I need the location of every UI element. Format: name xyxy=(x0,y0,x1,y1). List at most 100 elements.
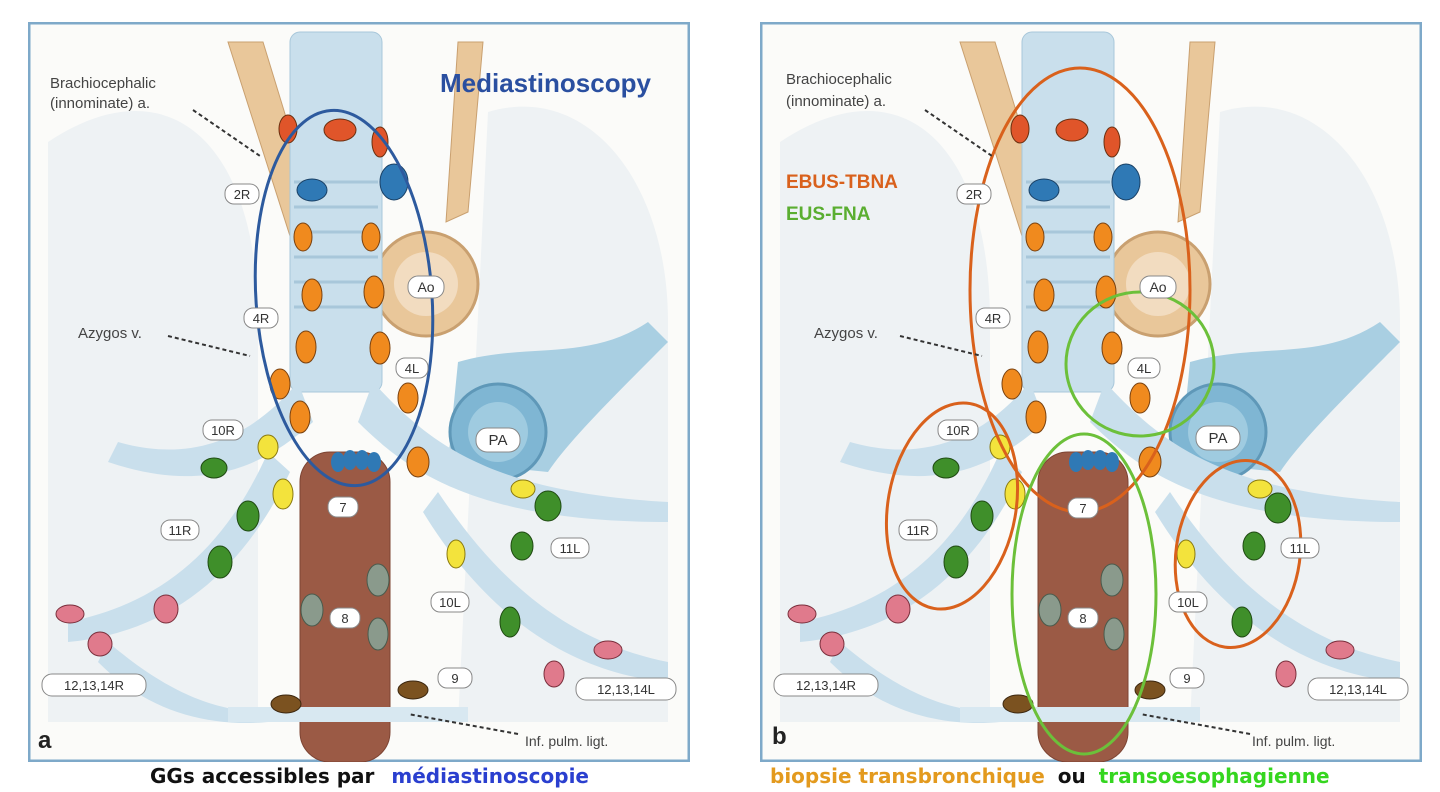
lymph-node xyxy=(943,545,969,579)
panel-letter-a: a xyxy=(38,727,52,754)
left-carotid-artery xyxy=(445,41,484,223)
caption-right-transoesophagienne: transoesophagienne xyxy=(1098,764,1330,788)
lymph-node xyxy=(1010,114,1030,144)
lymph-node xyxy=(1001,368,1023,400)
lymph-node xyxy=(1004,478,1026,510)
eus-fna-region-subcarinal xyxy=(1010,432,1158,756)
lymph-node xyxy=(970,500,994,532)
lymph-node xyxy=(1264,492,1292,524)
ebus-tbna-region-right-hilar xyxy=(884,401,1020,611)
lymph-node xyxy=(1100,563,1124,597)
lymph-node xyxy=(446,539,466,569)
lymph-node xyxy=(296,178,328,202)
lymph-node xyxy=(534,490,562,522)
lymph-node xyxy=(1025,222,1045,252)
lymph-node xyxy=(499,606,521,638)
annotation-arrows xyxy=(899,109,1251,735)
panel-a-illustration: 2R 4R 4L Ao PA 10R 11R 7 8 9 10L 11L 12,… xyxy=(28,22,690,762)
label-innominate: (innominate) a. xyxy=(786,93,886,110)
lymph-node xyxy=(200,457,228,479)
station-9: 9 xyxy=(451,671,458,686)
lymph-node xyxy=(406,446,430,478)
station-2r: 2R xyxy=(966,187,983,202)
lymph-node xyxy=(1111,163,1141,201)
label-brachiocephalic: Brachiocephalic xyxy=(50,75,156,92)
lymph-node xyxy=(1176,539,1196,569)
lymph-node xyxy=(1325,640,1355,660)
station-11l: 11L xyxy=(560,541,581,556)
label-azygos: Azygos v. xyxy=(78,325,142,342)
lymph-node xyxy=(787,604,817,624)
station-11r: 11R xyxy=(169,523,192,538)
lymph-node xyxy=(87,631,113,657)
lymph-node xyxy=(367,452,381,472)
station-8: 8 xyxy=(341,611,348,626)
lymph-node xyxy=(1033,278,1055,312)
lymph-node xyxy=(367,617,389,651)
lymph-node xyxy=(300,593,324,627)
lymph-node xyxy=(1242,531,1266,561)
lymph-node xyxy=(510,479,536,499)
lymph-node xyxy=(331,452,345,472)
lymph-node xyxy=(361,222,381,252)
lymph-node xyxy=(295,330,317,364)
ebus-tbna-region-left-hilar xyxy=(1173,459,1303,649)
panel-a-mediastinoscopy: 2R 4R 4L Ao PA 10R 11R 7 8 9 10L 11L 12,… xyxy=(28,22,690,762)
lymph-node xyxy=(363,275,385,309)
station-10l: 10L xyxy=(1177,595,1199,610)
caption-right-ou: ou xyxy=(1057,764,1086,788)
lymph-node xyxy=(1069,452,1083,472)
caption-right: biopsie transbronchique ou transoesophag… xyxy=(770,764,1330,788)
lymph-node xyxy=(397,382,419,414)
station-pa: PA xyxy=(489,432,508,449)
panel-letter-b: b xyxy=(772,723,787,750)
lymph-node xyxy=(932,457,960,479)
lymph-node xyxy=(236,500,260,532)
lymph-node xyxy=(257,434,279,460)
station-7: 7 xyxy=(1079,501,1086,516)
lymph-node xyxy=(819,631,845,657)
lymph-node xyxy=(593,640,623,660)
caption-left-prefix: GGs accessibles par xyxy=(150,764,375,788)
label-inf-pulm-ligt: Inf. pulm. ligt. xyxy=(1252,733,1335,749)
lymph-node xyxy=(289,400,311,434)
esophagus xyxy=(299,451,391,762)
lymph-node xyxy=(270,694,302,714)
inferior-ligament xyxy=(960,707,1200,722)
lymph-node xyxy=(1231,606,1253,638)
station-2r: 2R xyxy=(234,187,251,202)
left-carotid-artery xyxy=(1177,41,1216,223)
label-innominate: (innominate) a. xyxy=(50,95,150,112)
lymph-node xyxy=(510,531,534,561)
lymph-node xyxy=(543,660,565,688)
lymph-node xyxy=(1038,593,1062,627)
lymph-node xyxy=(1055,118,1089,142)
station-10r: 10R xyxy=(211,423,235,438)
lymph-node xyxy=(323,118,357,142)
lymph-node xyxy=(272,478,294,510)
station-12-13-14l: 12,13,14L xyxy=(1329,682,1387,697)
station-11l: 11L xyxy=(1290,541,1311,556)
station-4l: 4L xyxy=(405,361,419,376)
panel-b-ebus-eus: 2R 4R 4L Ao PA 10R 11R 7 8 9 10L 11L 12,… xyxy=(760,22,1422,762)
lymph-node xyxy=(301,278,323,312)
lymph-node xyxy=(369,331,391,365)
station-ao: Ao xyxy=(1149,279,1166,295)
lymph-node xyxy=(1093,222,1113,252)
lymph-node xyxy=(1129,382,1151,414)
lymph-node xyxy=(343,450,357,470)
heading-mediastinoscopy: Mediastinoscopy xyxy=(440,68,651,98)
lymph-node xyxy=(1028,178,1060,202)
station-10r: 10R xyxy=(946,423,970,438)
label-inf-pulm-ligt: Inf. pulm. ligt. xyxy=(525,733,608,749)
station-9: 9 xyxy=(1183,671,1190,686)
station-11r: 11R xyxy=(907,523,930,538)
caption-right-transbronchique: biopsie transbronchique xyxy=(770,764,1045,788)
annotation-arrows xyxy=(167,109,519,735)
lymph-node xyxy=(366,563,390,597)
lymph-node xyxy=(355,450,369,470)
caption-left: GGs accessibles par médiastinoscopie xyxy=(150,764,589,788)
left-lower-bronchus xyxy=(1155,492,1400,682)
station-4l: 4L xyxy=(1137,361,1151,376)
station-10l: 10L xyxy=(439,595,461,610)
